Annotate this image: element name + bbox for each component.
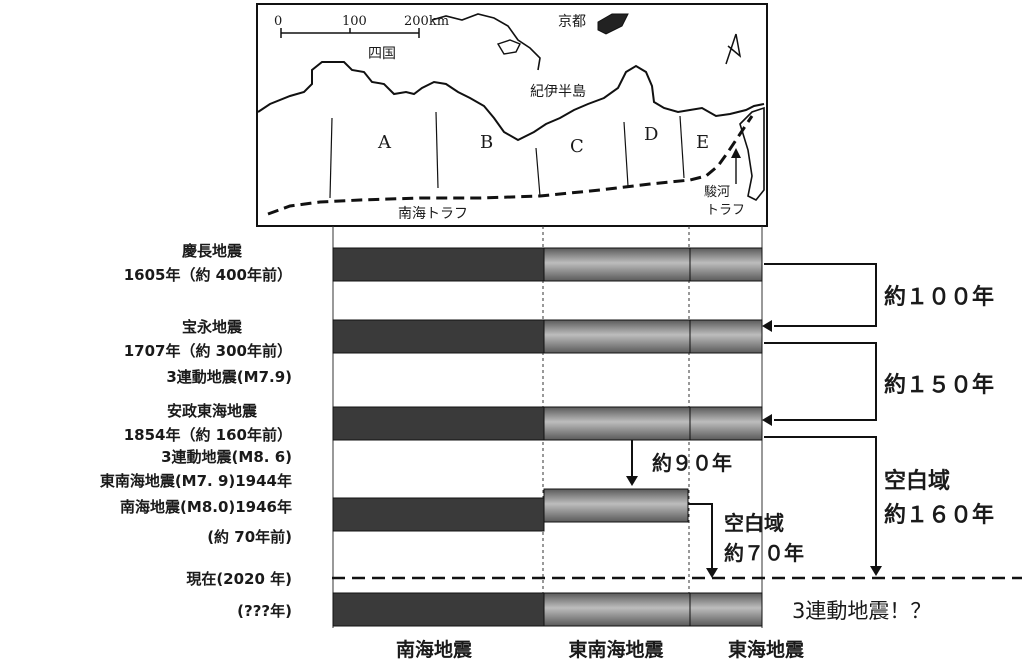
event-ansei-note: 3連動地震(M8. 6) [161,448,292,466]
segment-boundaries [329,111,685,199]
bar-future [332,592,763,627]
gap70-line2: 約７０年 [724,541,804,565]
coastline-north [431,13,541,71]
coastline [257,61,765,142]
event-tonankai: 東南海地震(M7. 9)1944年 [100,472,292,490]
scale-100: 100 [342,14,367,29]
rupture-bars [332,247,763,627]
suruga-arrow [731,148,741,184]
interval-90: 約９０年 [652,451,732,475]
arrow-100-years [764,263,877,327]
bar-ansei [332,406,763,441]
label-nankai-trough: 南海トラフ [398,206,468,222]
arrow-150-years [764,342,877,421]
interval-100: 約１００年 [884,284,994,310]
event-keicho-year: 1605年（約 400年前） [124,266,292,284]
event-showa-ago: (約 70年前) [207,528,292,546]
gap70-line1: 空白域 [724,511,784,535]
event-labels: 慶長地震 1605年（約 400年前） 宝永地震 1707年（約 300年前） … [100,242,292,620]
nankai-trough-line [267,115,754,216]
gap160-line1: 空白域 [884,468,950,494]
event-keicho-name: 慶長地震 [182,242,243,260]
north-arrow-icon [725,33,742,65]
bar-showa [332,488,689,532]
forecast-label: 3連動地震！？ [792,599,931,623]
segment-label-d: D [644,124,658,145]
scale-zero: 0 [274,14,282,29]
zone-tonankai: 東南海地震 [568,638,664,661]
map-frame [256,3,768,227]
segment-label-a: A [377,132,392,153]
event-nankai: 南海地震(M8.0)1946年 [120,498,292,516]
future-label: (???年) [237,602,292,620]
segment-label-c: C [570,136,584,157]
arrow-160-years [764,436,877,568]
zone-labels: 南海地震 東南海地震 東海地震 [396,638,805,661]
segment-label-b: B [480,132,493,153]
interval-150: 約１５０年 [884,372,994,398]
awaji-island [496,39,521,55]
event-ansei-name: 安政東海地震 [167,402,258,420]
label-kii-peninsula: 紀伊半島 [530,84,586,100]
event-ansei-year: 1854年（約 160年前） [124,426,292,444]
gap160-line2: 約１６０年 [884,502,994,528]
event-hoei-note: 3連動地震(M7.9) [166,368,292,386]
interval-arrows [631,263,877,570]
bar-hoei [332,319,763,354]
izu-coast [739,106,765,202]
present-label: 現在(2020 年) [186,570,292,588]
zone-tokai: 東海地震 [728,638,805,661]
label-kyoto: 京都 [558,14,586,30]
label-suruga-2: トラフ [706,203,745,218]
lake-biwa [597,13,629,35]
zone-nankai: 南海地震 [396,638,473,661]
label-shikoku: 四国 [368,46,396,62]
event-hoei-name: 宝永地震 [182,318,243,336]
bar-keicho [332,247,763,282]
arrow-70-years [688,503,713,570]
arrow-heads [626,320,882,578]
interval-labels: 約１００年 約１５０年 約９０年 空白域 約７０年 空白域 約１６０年 3連動地… [652,284,994,623]
map: 0 100 200km 四国 京都 紀伊半島 [256,3,768,227]
event-hoei-year: 1707年（約 300年前） [124,342,292,360]
segment-label-e: E [696,132,709,153]
label-suruga-1: 駿河 [704,185,730,200]
